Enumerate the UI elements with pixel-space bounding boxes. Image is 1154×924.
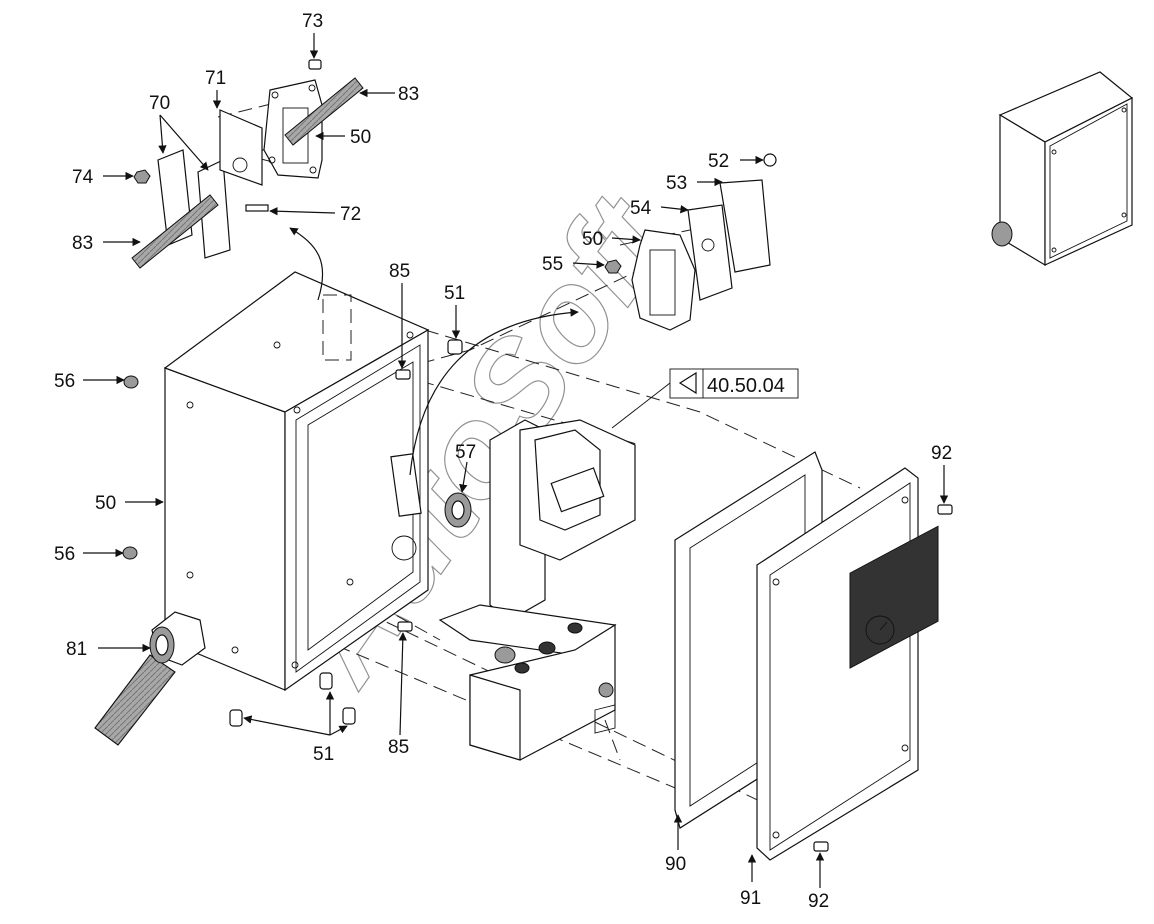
callout-92-top: 92 (931, 443, 952, 464)
gasket-50-right (631, 229, 696, 331)
callout-85-top: 85 (389, 261, 410, 282)
bolt-85-top (395, 369, 411, 380)
callout-53: 53 (666, 173, 687, 194)
callout-90: 90 (665, 854, 686, 875)
callout-50-right: 50 (582, 229, 603, 250)
spacer-51-bottom-b (319, 672, 333, 690)
front-cover-91 (756, 467, 939, 861)
cable-83-lower (131, 194, 219, 269)
screw-92-top (937, 504, 953, 515)
spacer-51-bottom-a (229, 709, 243, 727)
screw-92-bottom (813, 841, 829, 852)
callout-74: 74 (72, 167, 94, 188)
cable-83-upper (284, 77, 364, 146)
callout-50-top: 50 (350, 127, 371, 148)
callout-85-bottom: 85 (388, 737, 409, 758)
callout-56-top: 56 (54, 371, 75, 392)
nut-74 (133, 169, 151, 184)
plate-53 (719, 179, 771, 273)
callout-labels: 73 71 70 83 50 74 72 83 52 53 54 50 55 8… (54, 11, 952, 912)
callout-91: 91 (740, 888, 761, 909)
callout-83-lower: 83 (72, 233, 93, 254)
transfer-arrow-right (409, 308, 579, 476)
callout-54: 54 (630, 198, 652, 219)
callout-71: 71 (205, 68, 226, 89)
leader-lines (83, 33, 949, 888)
callout-81: 81 (66, 639, 87, 660)
callout-50-housing: 50 (95, 493, 116, 514)
assembled-enclosure-view (991, 71, 1134, 267)
screw-56-bottom (122, 546, 138, 560)
plate-54 (687, 204, 733, 301)
callout-56-bottom: 56 (54, 544, 75, 565)
reference-code: 40.50.04 (707, 375, 785, 397)
screw-73 (308, 59, 322, 70)
plate-71 (219, 109, 263, 186)
bolt-85-bottom (397, 621, 413, 632)
callout-72: 72 (340, 204, 361, 225)
callout-92-bottom: 92 (808, 891, 829, 912)
callout-52: 52 (708, 151, 729, 172)
callout-57: 57 (455, 442, 476, 463)
callout-83-upper: 83 (398, 84, 419, 105)
nut-55 (604, 259, 622, 274)
screw-52 (763, 153, 777, 167)
clamp-70-right (197, 159, 231, 259)
spacer-51-top (447, 339, 463, 355)
cable-gland-81 (94, 611, 206, 746)
pin-72 (245, 204, 269, 212)
callout-73: 73 (302, 11, 323, 32)
spacer-51-bottom-c (342, 707, 356, 725)
callout-51-bottom: 51 (313, 744, 334, 765)
reference-box: 40.50.04 (611, 368, 799, 429)
transfer-arrow-upper (289, 227, 324, 301)
grommet-57 (444, 492, 472, 528)
callout-70: 70 (149, 93, 170, 114)
callout-55: 55 (542, 254, 563, 275)
control-unit (438, 419, 636, 761)
enclosure-housing (163, 271, 430, 692)
screw-56-top (123, 375, 139, 389)
callout-51-top: 51 (444, 283, 465, 304)
